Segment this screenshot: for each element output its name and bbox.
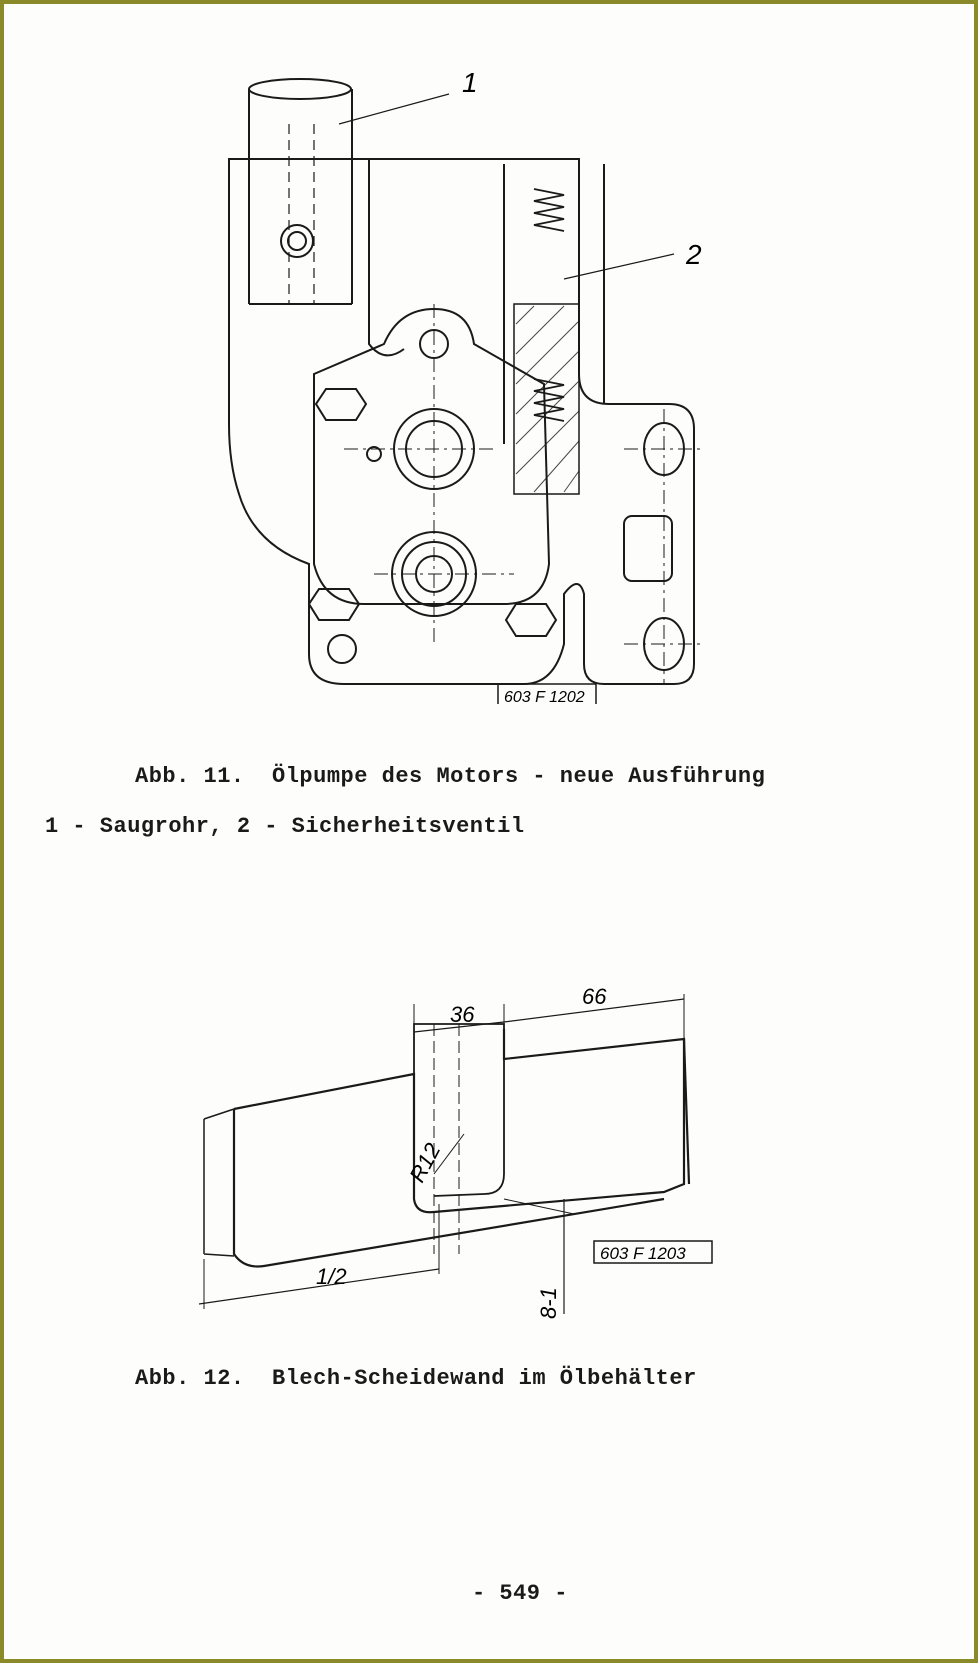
figure-12-baffle-drawing: 36 66 R12 1/2 8-1 603 F 1203: [198, 984, 713, 1319]
callout-1: 1: [462, 67, 478, 98]
callout-2: 2: [685, 239, 702, 270]
drawing-code-1203: 603 F 1203: [600, 1244, 686, 1263]
figure-12-caption: Abb. 12. Blech-Scheidewand im Ölbehälter: [135, 1366, 697, 1391]
dimension-height: 8-1: [536, 1287, 561, 1319]
figure-11-oil-pump-drawing: 1 2 603 F 1202: [228, 67, 704, 704]
page-number: - 549 -: [472, 1581, 568, 1606]
figure-11-legend: 1 - Saugrohr, 2 - Sicherheitsventil: [45, 814, 525, 839]
drawing-code-1202: 603 F 1202: [504, 689, 585, 704]
figure-11-caption: Abb. 11. Ölpumpe des Motors - neue Ausfü…: [135, 764, 766, 789]
dimension-radius: R12: [404, 1139, 445, 1186]
dimension-36: 36: [450, 1002, 475, 1027]
dimension-half: 1/2: [316, 1264, 347, 1289]
dimension-66: 66: [582, 984, 607, 1009]
